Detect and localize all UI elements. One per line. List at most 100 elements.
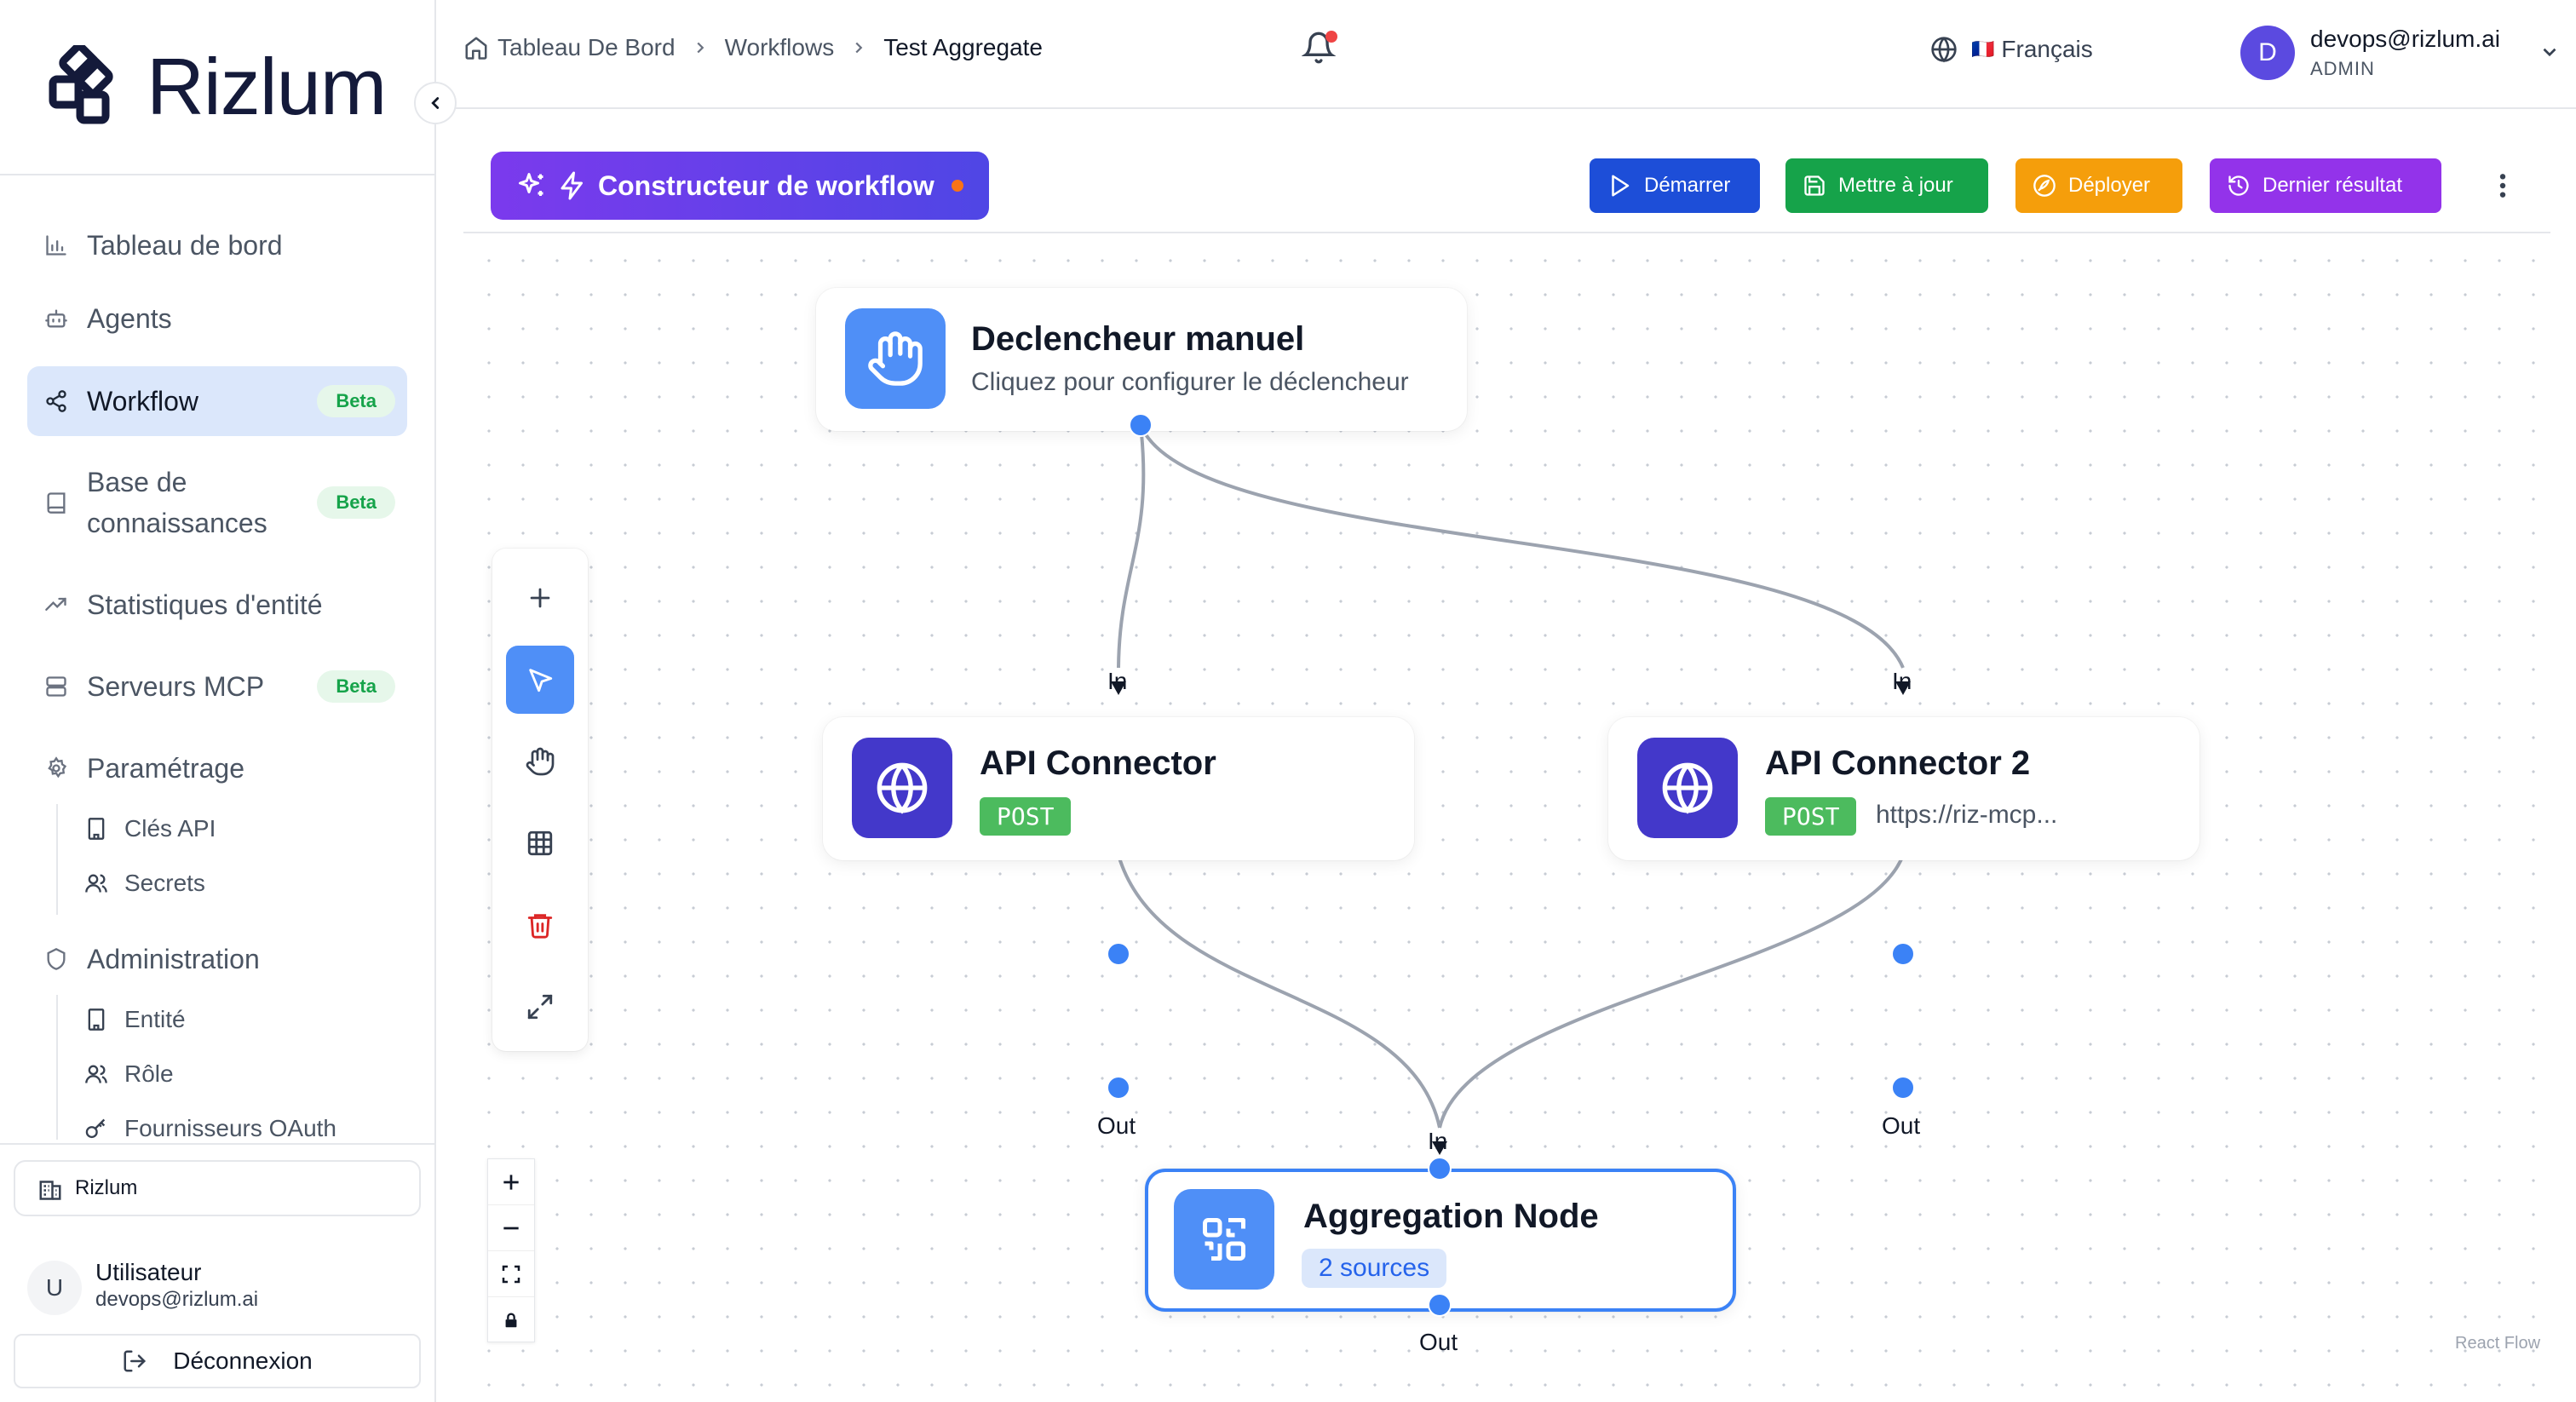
sidebar-item-label: Statistiques d'entité [87, 589, 323, 620]
workflow-builder-title: Constructeur de workflow [491, 152, 989, 220]
sidebar-item-knowledge-base[interactable]: Base de connaissances Beta [27, 460, 407, 545]
globe-icon [852, 738, 952, 838]
sidebar-item-settings[interactable]: Paramétrage [27, 743, 407, 794]
notification-dot [1325, 31, 1337, 43]
app-logo[interactable]: Rizlum [44, 42, 387, 131]
fullscreen-icon [502, 1265, 520, 1283]
breadcrumb-item[interactable]: Workflows [724, 34, 835, 60]
trigger-output-handle[interactable] [1129, 413, 1153, 437]
zoom-controls [487, 1158, 535, 1342]
edge-api2-to-aggregation[interactable] [1438, 854, 1905, 1129]
pan-tool[interactable] [506, 727, 574, 796]
zoom-in-button[interactable] [488, 1159, 534, 1205]
lock-canvas-button[interactable] [488, 1297, 534, 1343]
workflow-canvas[interactable]: Declencheur manuel Cliquez pour configur… [463, 235, 2550, 1402]
hand-icon [526, 747, 555, 776]
sidebar-item-label: Administration [87, 943, 260, 974]
delete-tool[interactable] [506, 891, 574, 959]
breadcrumb-item[interactable]: Tableau De Bord [497, 34, 676, 60]
sidebar-subitem-secrets[interactable]: Secrets [82, 869, 205, 898]
last-result-label: Dernier résultat [2263, 174, 2403, 197]
share-nodes-icon [39, 384, 73, 418]
trash-icon [527, 914, 553, 939]
top-header: Tableau De Bord Workflows Test Aggregate… [438, 0, 2576, 109]
footer-divider [0, 1143, 434, 1145]
node-subtitle: Cliquez pour configurer le déclencheur [971, 368, 1409, 396]
sidebar-subitem-api-keys[interactable]: Clés API [82, 814, 216, 843]
sidebar-item-administration[interactable]: Administration [27, 934, 407, 985]
edge-trigger-to-api1[interactable] [1117, 424, 1146, 669]
sidebar-item-workflow[interactable]: Workflow Beta [27, 366, 407, 436]
deploy-button[interactable]: Déployer [2015, 158, 2182, 213]
language-selector[interactable]: 🇫🇷 Français [1930, 36, 2093, 63]
sidebar-item-mcp-servers[interactable]: Serveurs MCP Beta [27, 661, 407, 712]
sidebar-subitem-label: Secrets [124, 870, 205, 896]
sidebar-subitem-oauth-providers[interactable]: Fournisseurs OAuth [82, 1114, 336, 1143]
edge-trigger-to-api2[interactable] [1139, 424, 1905, 669]
users-icon [82, 869, 111, 898]
grid-tool[interactable] [506, 809, 574, 877]
sparkles-icon [516, 170, 547, 201]
start-button[interactable]: Démarrer [1590, 158, 1760, 213]
globe-icon [1637, 738, 1738, 838]
deploy-label: Déployer [2068, 174, 2151, 197]
trending-up-icon [39, 588, 73, 622]
workflow-builder-label: Constructeur de workflow [598, 170, 934, 201]
account-avatar[interactable]: D [2240, 26, 2295, 80]
more-options-button[interactable] [2486, 167, 2520, 204]
node-aggregation[interactable]: Aggregation Node 2 sources [1145, 1169, 1736, 1312]
sidebar-item-entity-stats[interactable]: Statistiques d'entité [27, 579, 407, 630]
aggregation-input-handle[interactable] [1428, 1157, 1452, 1181]
tree-line [56, 804, 58, 915]
api1-input-handle[interactable] [1107, 942, 1130, 966]
node-title: Aggregation Node [1303, 1198, 1599, 1235]
home-icon[interactable] [463, 35, 489, 60]
sidebar: Rizlum Tableau de bord Agents Workflow B… [0, 0, 436, 1402]
fit-view-tool[interactable] [506, 973, 574, 1041]
chevron-right-icon [691, 38, 710, 57]
collapse-sidebar-button[interactable] [414, 82, 457, 124]
bot-icon [39, 302, 73, 336]
notifications-button[interactable] [1301, 31, 1337, 69]
save-icon [1803, 174, 1826, 198]
arrow-head-icon [1432, 1141, 1447, 1155]
account-menu-toggle[interactable] [2539, 41, 2561, 67]
add-node-tool[interactable] [506, 564, 574, 632]
select-tool[interactable] [506, 646, 574, 714]
node-api-connector-2[interactable]: API Connector 2 POST https://riz-mcp... [1608, 717, 2199, 860]
sidebar-item-label: Base de connaissances [87, 467, 267, 538]
http-method-badge: POST [980, 797, 1072, 836]
building-icon [37, 1175, 63, 1201]
api2-output-handle[interactable] [1891, 1076, 1915, 1100]
logout-button[interactable]: Déconnexion [14, 1334, 421, 1388]
sidebar-item-agents[interactable]: Agents [27, 293, 407, 344]
plus-icon [530, 588, 550, 608]
rizlum-logo-icon [49, 45, 113, 124]
endpoint-url: https://riz-mcp... [1876, 801, 2058, 829]
account-email[interactable]: devops@rizlum.ai [2310, 26, 2500, 52]
api1-output-handle[interactable] [1107, 1076, 1130, 1100]
fit-view-button[interactable] [488, 1251, 534, 1297]
sources-badge: 2 sources [1302, 1249, 1447, 1288]
aggregation-output-handle[interactable] [1428, 1293, 1452, 1317]
node-api-connector[interactable]: API Connector POST [823, 717, 1414, 860]
organization-selector[interactable]: Rizlum [14, 1160, 421, 1216]
zoom-out-button[interactable] [488, 1205, 534, 1251]
user-avatar: U [27, 1261, 82, 1315]
sidebar-subitem-role[interactable]: Rôle [82, 1060, 174, 1089]
node-manual-trigger[interactable]: Declencheur manuel Cliquez pour configur… [816, 288, 1467, 431]
server-icon [39, 669, 73, 704]
hand-icon [845, 308, 946, 409]
react-flow-attribution[interactable]: React Flow [2455, 1334, 2541, 1353]
update-button[interactable]: Mettre à jour [1785, 158, 1988, 213]
edge-api1-to-aggregation[interactable] [1117, 854, 1441, 1129]
sidebar-item-dashboard[interactable]: Tableau de bord [27, 220, 407, 271]
last-result-button[interactable]: Dernier résultat [2210, 158, 2441, 213]
sidebar-subitem-entity[interactable]: Entité [82, 1005, 186, 1034]
sidebar-item-label: Workflow [87, 385, 198, 417]
shield-icon [39, 942, 73, 976]
canvas-tool-panel [492, 549, 588, 1051]
node-title: Declencheur manuel [971, 320, 1305, 358]
api2-input-handle[interactable] [1891, 942, 1915, 966]
logout-label: Déconnexion [173, 1347, 313, 1374]
